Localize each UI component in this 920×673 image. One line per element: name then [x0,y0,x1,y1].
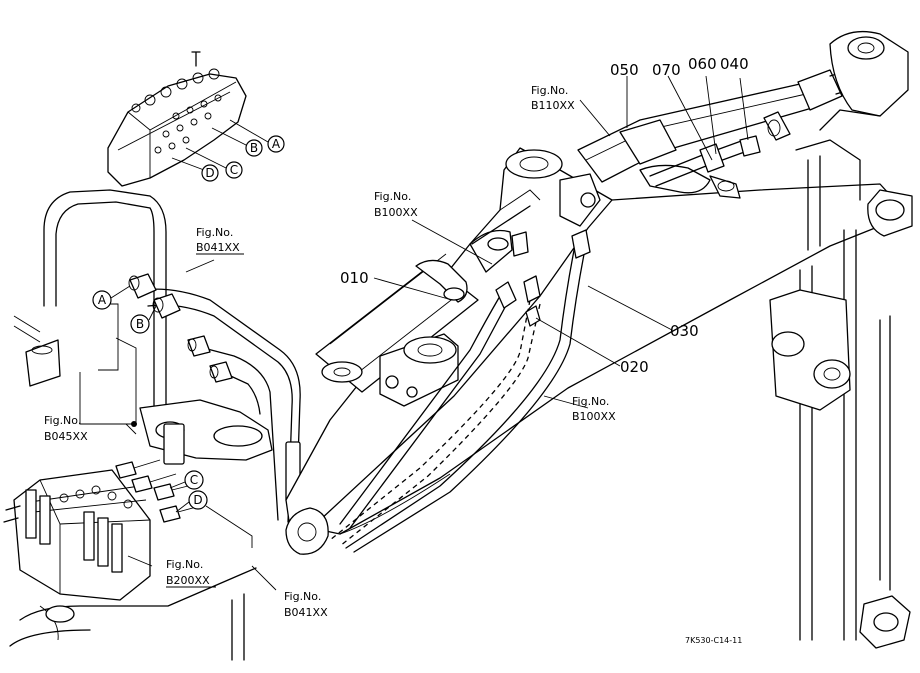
drawing-code: 7K530-C14-11 [685,636,742,645]
svg-text:Fig.No.: Fig.No. [284,590,321,603]
fig-ref-b110: Fig.No. B110XX [531,84,575,112]
cab-guard-frame [13,189,167,425]
part-ref-020: 020 [620,358,649,376]
control-valve-lower [3,459,201,601]
port-marker-a-inset: A [267,135,285,153]
svg-text:Fig.No.: Fig.No. [166,558,203,571]
part-ref-050: 050 [610,61,639,79]
svg-text:A: A [272,137,281,151]
fig-ref-b100-mid: Fig.No. B100XX [572,395,616,423]
hose-fittings-left [128,273,233,383]
part-ref-070: 070 [652,61,681,79]
svg-text:B045XX: B045XX [44,430,88,443]
port-marker-d: D [188,490,208,510]
svg-text:C: C [230,163,238,177]
port-marker-c: C [184,470,204,490]
lower-frame [9,567,257,661]
port-marker-b-inset: B [245,139,263,157]
fig-ref-b041-top: Fig.No. B041XX [196,226,244,255]
port-marker-a: A [92,290,112,310]
part-ref-010: 010 [340,269,369,287]
svg-text:Fig.No.: Fig.No. [572,395,609,408]
svg-text:Fig.No.: Fig.No. [44,414,81,427]
fig-ref-b200: Fig.No. B200XX [166,558,216,588]
svg-text:C: C [190,473,198,487]
svg-text:B100XX: B100XX [572,410,616,423]
svg-text:D: D [193,493,202,507]
svg-text:B041XX: B041XX [196,241,240,254]
arm [769,30,913,649]
leader-lines [125,75,749,591]
svg-text:B: B [136,317,144,331]
svg-text:B110XX: B110XX [531,99,575,112]
arm-hoses [329,229,591,553]
svg-text:D: D [205,166,214,180]
port-marker-d-inset: D [201,164,219,182]
part-ref-060: 060 [688,55,717,73]
fig-ref-b045: Fig.No. B045XX [44,414,88,443]
fig-ref-b100-top: Fig.No. B100XX [374,190,418,219]
part-ref-040: 040 [720,55,749,73]
svg-text:B: B [250,141,258,155]
control-valve-inset [107,51,269,187]
port-marker-b: B [130,314,150,334]
svg-text:B041XX: B041XX [284,606,328,619]
svg-text:B200XX: B200XX [166,574,210,587]
svg-text:Fig.No.: Fig.No. [531,84,568,97]
svg-text:A: A [98,293,107,307]
svg-text:Fig.No.: Fig.No. [196,226,233,239]
swing-bracket [131,399,273,465]
port-marker-c-inset: C [225,161,243,179]
svg-text:Fig.No.: Fig.No. [374,190,411,203]
fig-ref-b041-bottom: Fig.No. B041XX [284,590,328,619]
svg-text:B100XX: B100XX [374,206,418,219]
boom-pivot-block [379,333,459,407]
part-ref-030: 030 [670,322,699,340]
